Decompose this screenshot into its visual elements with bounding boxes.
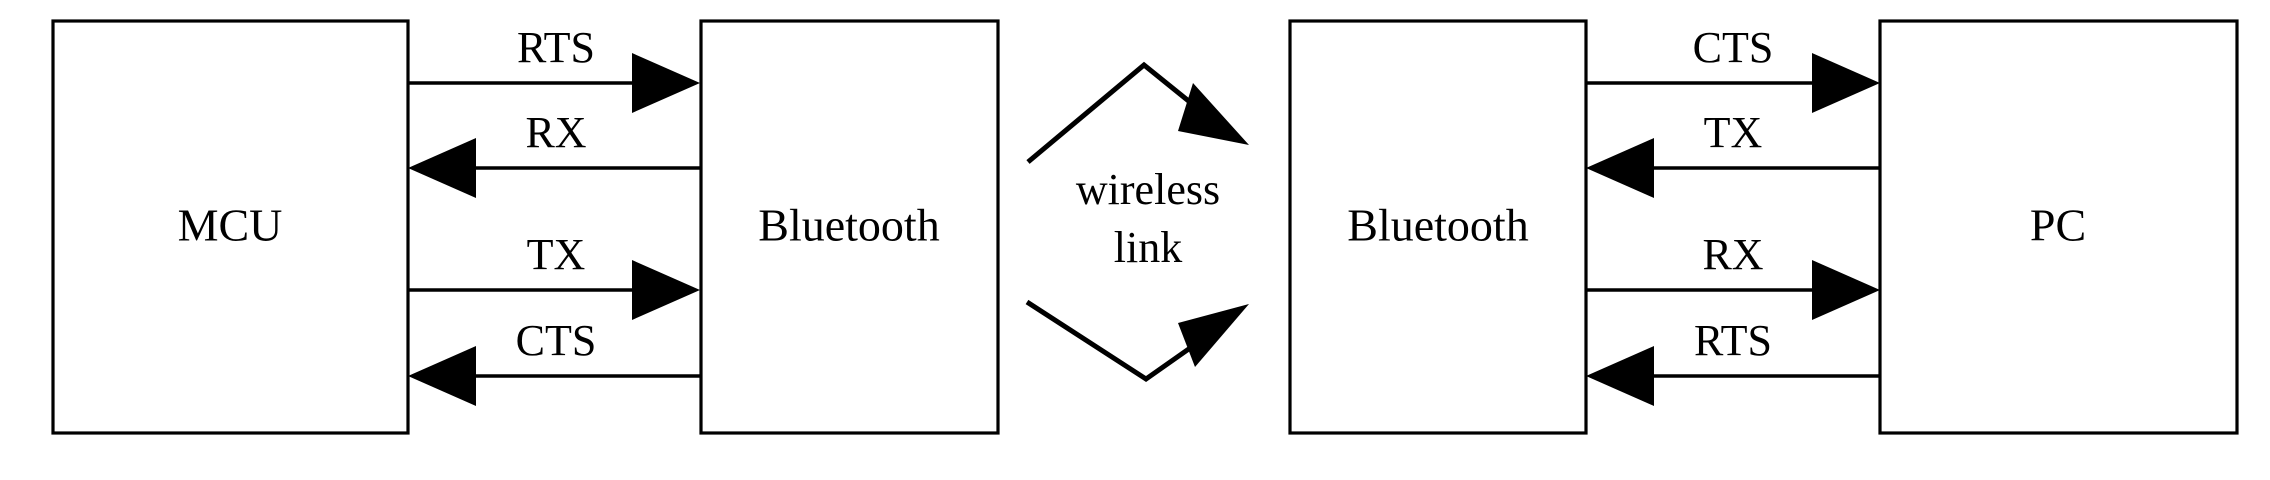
signal-right-rts-label: RTS: [1694, 316, 1772, 365]
signal-left-rts-label: RTS: [517, 23, 595, 72]
node-mcu[interactable]: MCU: [51, 19, 410, 435]
signal-right-cts-arrowhead-right: [1812, 53, 1880, 113]
wireless-link-label-line1: wireless: [1076, 165, 1220, 214]
signal-right-tx-label: TX: [1704, 108, 1763, 157]
node-mcu-label: MCU: [178, 200, 283, 251]
signal-right-rx-label: RX: [1702, 230, 1763, 279]
node-mcu-box[interactable]: [51, 19, 410, 435]
signal-right-rts[interactable]: RTS: [1586, 316, 1880, 406]
signal-left-cts[interactable]: CTS: [408, 316, 701, 406]
signal-left-cts-arrowhead-left: [408, 346, 476, 406]
wireless-link-label-line2: link: [1114, 223, 1182, 272]
wireless-link-bottom-arrowhead: [1178, 304, 1249, 367]
signal-right-rx[interactable]: RX: [1586, 230, 1880, 320]
signal-right-tx-arrowhead-left: [1586, 138, 1654, 198]
signal-left-rts-arrowhead-right: [632, 53, 700, 113]
node-pc-box[interactable]: [1878, 19, 2239, 435]
node-bluetooth-left-box[interactable]: [699, 19, 1000, 435]
signal-right-cts[interactable]: CTS: [1586, 23, 1880, 113]
node-bluetooth-left[interactable]: Bluetooth: [699, 19, 1000, 435]
signal-left-tx[interactable]: TX: [408, 230, 700, 320]
node-pc[interactable]: PC: [1878, 19, 2239, 435]
signal-left-rx[interactable]: RX: [408, 108, 701, 198]
signal-left-rts[interactable]: RTS: [408, 23, 700, 113]
node-bluetooth-right-box[interactable]: [1288, 19, 1588, 435]
signal-right-tx[interactable]: TX: [1586, 108, 1880, 198]
node-bluetooth-left-label: Bluetooth: [758, 200, 939, 251]
signal-left-tx-label: TX: [527, 230, 586, 279]
wireless-link-top-arrowhead: [1178, 83, 1249, 145]
node-pc-label: PC: [2030, 200, 2086, 251]
signal-left-rx-arrowhead-left: [408, 138, 476, 198]
signal-right-rts-arrowhead-left: [1586, 346, 1654, 406]
node-bluetooth-right-label: Bluetooth: [1347, 200, 1528, 251]
signal-right-rx-arrowhead-right: [1812, 260, 1880, 320]
signal-left-cts-label: CTS: [516, 316, 597, 365]
signal-right-cts-label: CTS: [1693, 23, 1774, 72]
node-bluetooth-right[interactable]: Bluetooth: [1288, 19, 1588, 435]
wireless-link[interactable]: wireless link: [1025, 61, 1249, 383]
signal-left-rx-label: RX: [525, 108, 586, 157]
signal-left-tx-arrowhead-right: [632, 260, 700, 320]
